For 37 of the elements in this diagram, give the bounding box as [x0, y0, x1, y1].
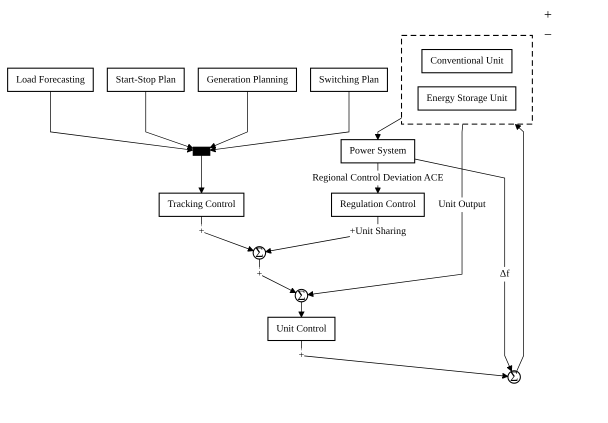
sign-label: + [544, 8, 553, 24]
arrow [201, 216, 254, 252]
edge-label: + [256, 268, 262, 280]
node-box: Tracking Control [158, 192, 244, 217]
arrow [145, 91, 194, 150]
node-box: Generation Planning [198, 68, 298, 92]
edge-label: Unit Output [438, 199, 486, 210]
node-box: Power System [340, 139, 416, 164]
arrow [198, 155, 205, 194]
edge-label: + [298, 350, 304, 361]
node-box: Energy Storage Unit [418, 86, 516, 111]
arrow [414, 158, 512, 372]
node-box: Start-Stop Plan [106, 68, 185, 92]
arrow [307, 124, 464, 298]
arrow [210, 91, 350, 152]
node-box: Switching Plan [310, 68, 388, 92]
edge-label: Δf [500, 268, 510, 280]
edge-label: + [198, 226, 204, 237]
node-box: Unit Control [267, 316, 336, 342]
arrow [210, 91, 248, 148]
node-circle: Σ [252, 246, 266, 260]
edge-label: Regional Control Deviation ACE [312, 172, 444, 184]
node-bar [192, 146, 210, 156]
arrow [298, 301, 305, 318]
arrow [259, 258, 296, 294]
edge-label: +Unit Sharing [350, 226, 406, 237]
arrow [301, 340, 508, 379]
node-circle: Σ [507, 370, 521, 384]
node-box: Regulation Control [331, 192, 425, 217]
cluster [400, 34, 533, 125]
arrow [50, 91, 194, 153]
node-box: Load Forecasting [7, 68, 94, 92]
arrow [514, 124, 524, 372]
node-circle: Σ [294, 288, 308, 302]
sign-label: − [544, 28, 553, 44]
node-box: Conventional Unit [421, 49, 512, 74]
arrow [374, 118, 402, 140]
